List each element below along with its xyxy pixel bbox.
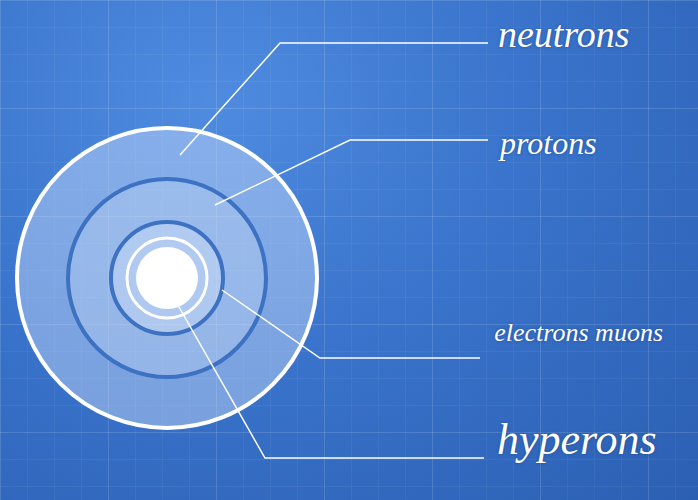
hyperon-core bbox=[136, 247, 198, 309]
lepton-layer-circle bbox=[111, 222, 223, 334]
leader-line bbox=[180, 43, 488, 155]
layer-label: neutrons bbox=[498, 12, 630, 58]
leader-line bbox=[175, 300, 484, 458]
layer-label: hyperons bbox=[497, 414, 657, 467]
layer-label: electrons muons bbox=[491, 316, 663, 350]
leader-line bbox=[215, 140, 488, 205]
proton-layer-circle bbox=[68, 179, 266, 377]
inner-ring bbox=[127, 238, 207, 318]
leader-line bbox=[222, 290, 480, 358]
layer-label: protons bbox=[500, 124, 597, 162]
outer-core-circle bbox=[17, 128, 317, 428]
